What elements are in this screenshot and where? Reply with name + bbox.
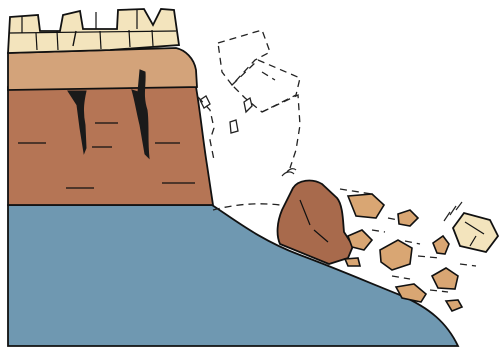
ground-surface	[8, 205, 458, 346]
debris-piece	[433, 236, 449, 254]
debris-piece	[348, 194, 384, 218]
debris-piece	[432, 268, 458, 289]
debris-piece	[380, 240, 412, 270]
debris-piece	[446, 300, 462, 311]
caprock-layer	[8, 9, 179, 53]
falling-debris	[200, 96, 252, 133]
debris-piece	[345, 258, 360, 266]
upper-sandstone-layer	[8, 48, 197, 90]
debris-piece	[348, 230, 372, 250]
debris-piece	[398, 210, 418, 226]
cliff-body	[8, 87, 213, 205]
caprock-fallen-block	[453, 213, 498, 252]
